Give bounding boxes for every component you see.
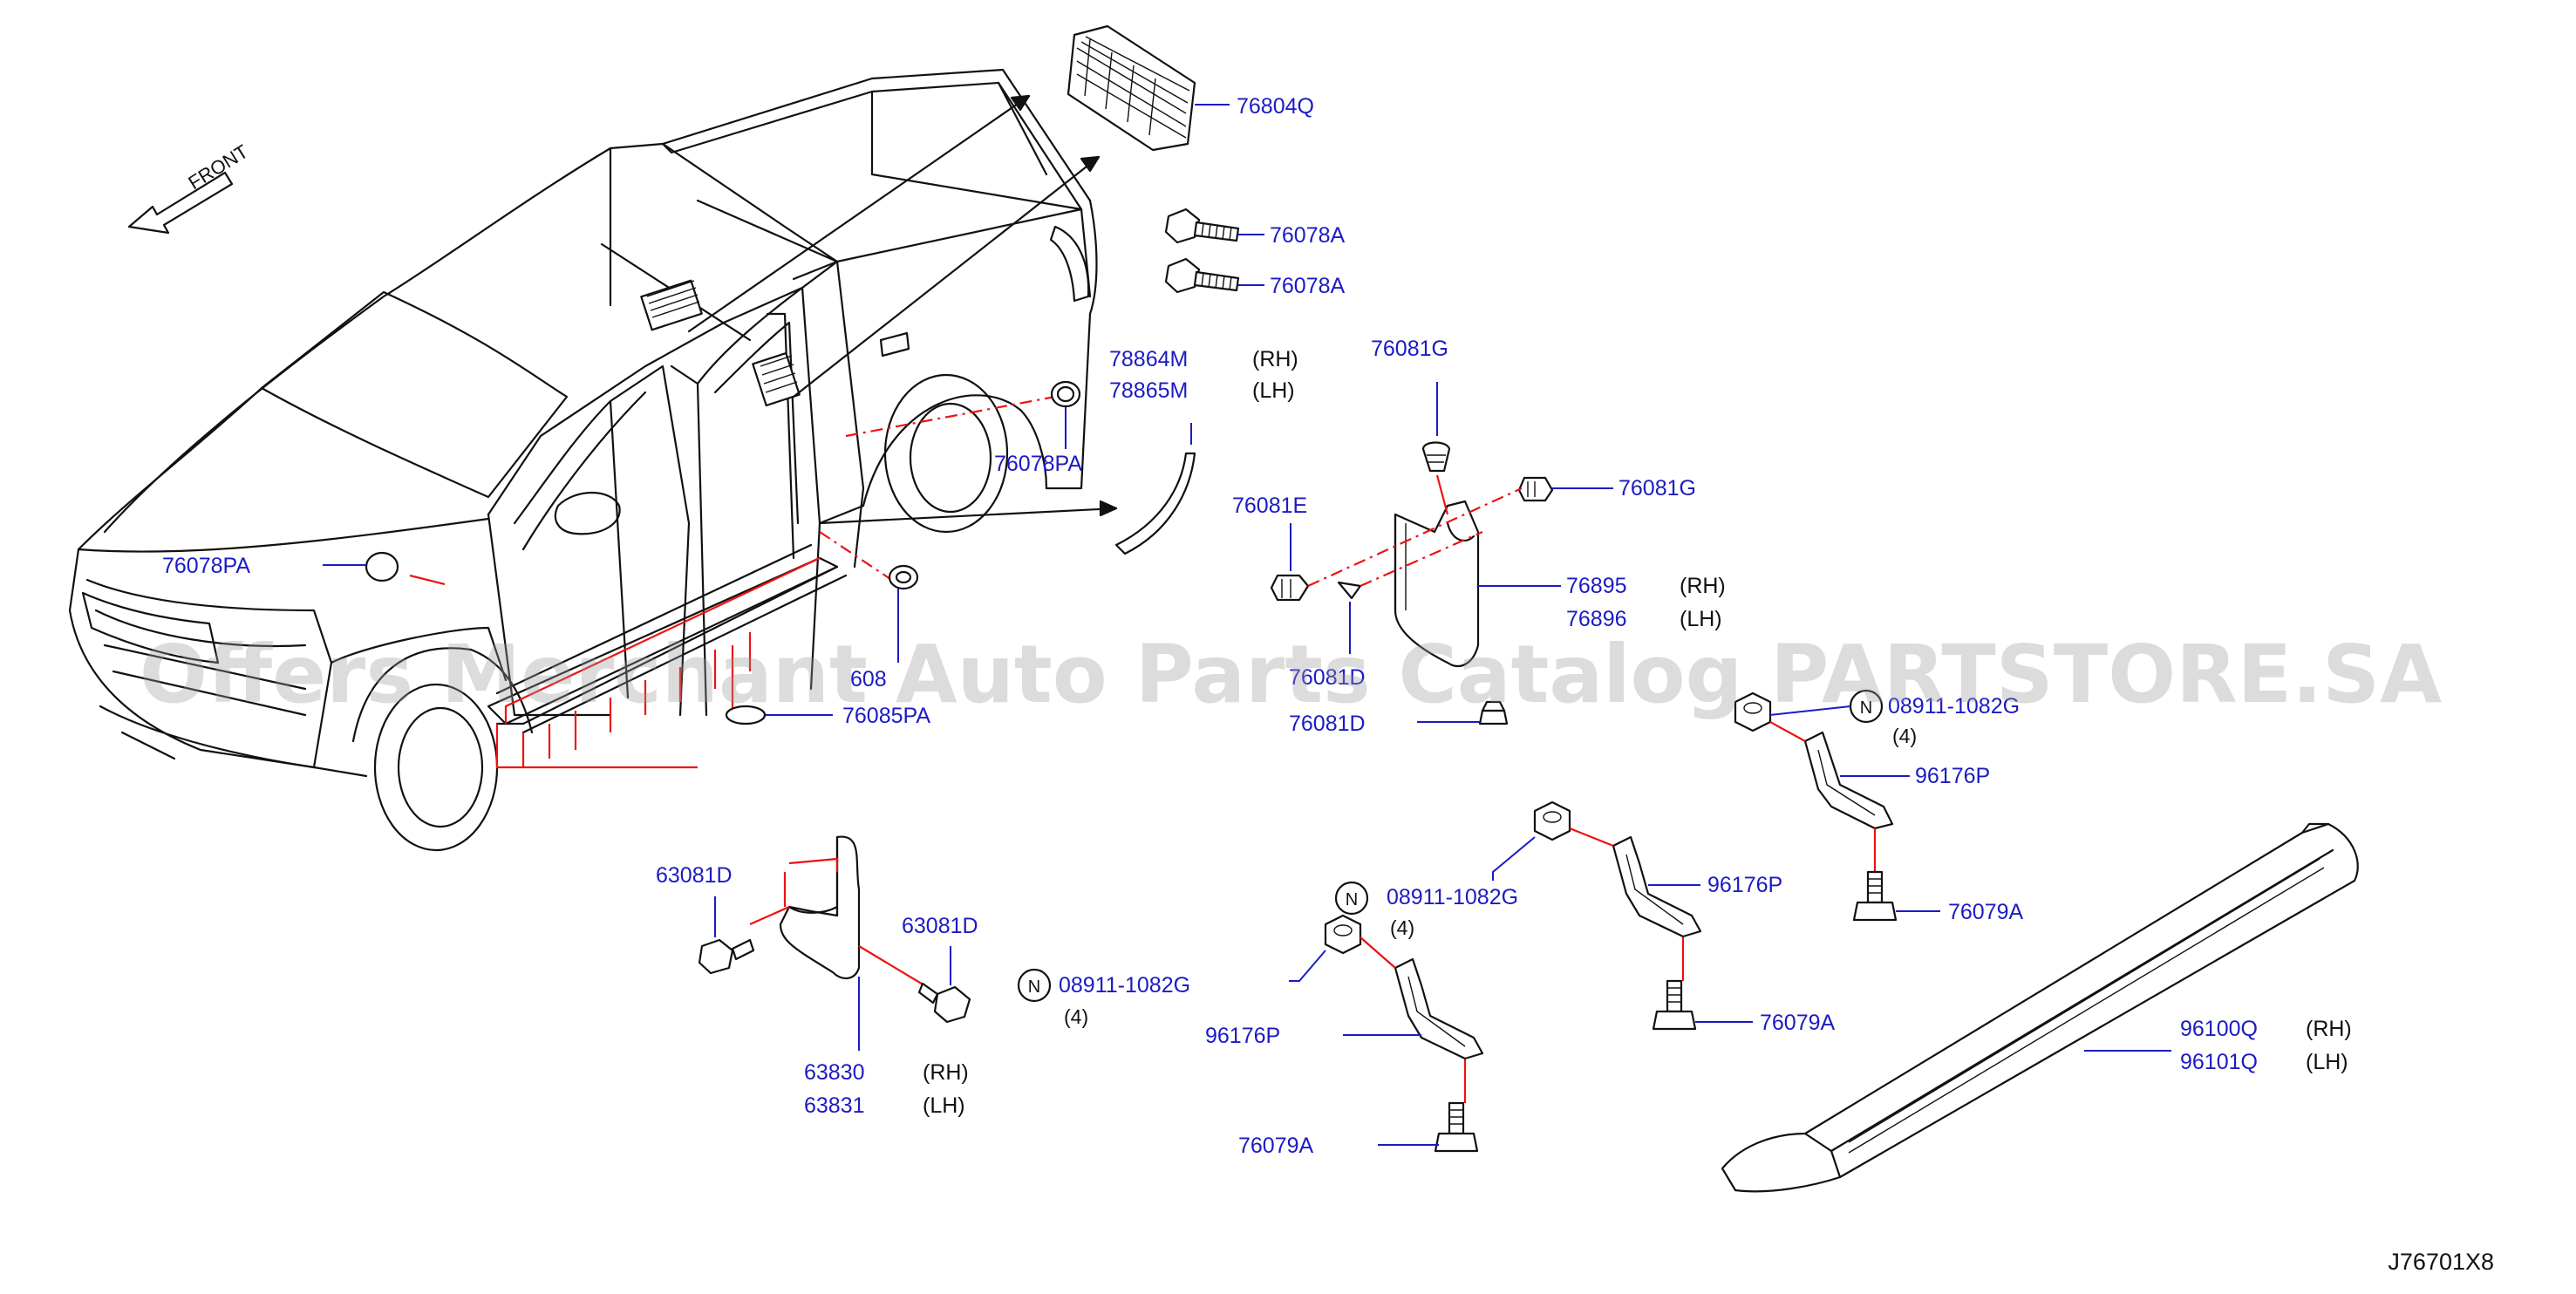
- screw-63081D-left[interactable]: [698, 938, 755, 975]
- label-08911-left[interactable]: 08911-1082G: [1059, 973, 1190, 998]
- diagram-code: J76701X8: [2388, 1249, 2494, 1275]
- n-symbol-middle: N: [1334, 881, 1369, 916]
- seal-strip-78864M[interactable]: [1114, 452, 1196, 555]
- watermark-text: Offers Merchant Auto Parts Catalog PARTS…: [140, 628, 2442, 721]
- label-76078A-upper[interactable]: 76078A: [1270, 223, 1346, 248]
- side-76896: (LH): [1680, 607, 1722, 631]
- label-96176P-bottom[interactable]: 96176P: [1205, 1024, 1280, 1048]
- label-78864M[interactable]: 78864M: [1109, 347, 1188, 371]
- clip-76081D-lower[interactable]: [1478, 700, 1509, 725]
- nut-08911-right[interactable]: [1734, 691, 1772, 732]
- front-label: FRONT: [184, 140, 252, 194]
- clip-76081D-upper[interactable]: [1337, 581, 1362, 600]
- grommet-76078PA-left[interactable]: [365, 551, 399, 582]
- label-76081D-lower[interactable]: 76081D: [1289, 712, 1366, 736]
- label-76081G-top[interactable]: 76081G: [1371, 337, 1448, 361]
- label-76085PA[interactable]: 76085PA: [842, 704, 930, 728]
- label-96101Q[interactable]: 96101Q: [2180, 1050, 2258, 1074]
- svg-text:N: N: [1346, 890, 1358, 909]
- label-76078PA-right[interactable]: 76078PA: [994, 452, 1082, 476]
- leader-08911-right: [1769, 705, 1851, 716]
- bracket-96176P-middle[interactable]: [1612, 835, 1702, 938]
- nut-08911-bottom[interactable]: [1324, 914, 1362, 955]
- side-63831: (LH): [923, 1093, 965, 1118]
- qty-08911-right: (4): [1892, 725, 1917, 747]
- red-middle-group: [1569, 827, 1685, 981]
- bolt-76079A-right[interactable]: [1852, 870, 1898, 922]
- flap-red-connectors: [1307, 474, 1523, 588]
- side-96101Q: (LH): [2306, 1050, 2348, 1074]
- label-96176P-middle[interactable]: 96176P: [1707, 873, 1782, 897]
- qty-08911-middle: (4): [1390, 916, 1414, 939]
- svg-text:N: N: [1028, 977, 1040, 997]
- label-08911-middle[interactable]: 08911-1082G: [1387, 885, 1518, 909]
- side-78864M: (RH): [1252, 347, 1298, 371]
- qty-08911-left: (4): [1064, 1005, 1088, 1028]
- label-76081G-right[interactable]: 76081G: [1619, 476, 1696, 501]
- red-63830-group: [749, 857, 925, 986]
- grommet-76078PA-right[interactable]: [1050, 380, 1081, 408]
- label-78865M[interactable]: 78865M: [1109, 378, 1188, 403]
- side-78865M: (LH): [1252, 378, 1295, 403]
- grommet-6085[interactable]: [888, 564, 919, 590]
- label-63831[interactable]: 63831: [804, 1093, 865, 1118]
- label-63081D-left[interactable]: 63081D: [656, 863, 733, 888]
- running-board-96100Q[interactable]: [1721, 822, 2359, 1193]
- label-76896[interactable]: 76896: [1566, 607, 1627, 631]
- nut-08911-middle[interactable]: [1533, 800, 1571, 841]
- svg-text:N: N: [1860, 698, 1872, 718]
- mud-flap-63830[interactable]: [779, 835, 861, 979]
- clip-76081E[interactable]: [1270, 574, 1310, 602]
- bracket-96176P-bottom[interactable]: [1394, 957, 1484, 1060]
- bolt-76078A-lower[interactable]: [1164, 257, 1240, 294]
- bolt-76079A-bottom[interactable]: [1434, 1101, 1479, 1153]
- labels: 76804Q 76078A 76078A 78864M (RH) 78865M …: [162, 94, 2494, 1275]
- vent-grille-76804Q[interactable]: [1067, 24, 1196, 152]
- label-63081D-right[interactable]: 63081D: [902, 914, 978, 938]
- label-76081E[interactable]: 76081E: [1232, 494, 1307, 518]
- label-76078A-lower[interactable]: 76078A: [1270, 274, 1346, 298]
- label-76895[interactable]: 76895: [1566, 574, 1627, 598]
- leader-08911-bottom: [1289, 950, 1326, 982]
- clip-76081G-right[interactable]: [1517, 476, 1554, 502]
- clip-76081G-top[interactable]: [1421, 441, 1451, 473]
- side-76895: (RH): [1680, 574, 1726, 598]
- red-bottom-group: [1360, 936, 1467, 1103]
- screw-63081D-right[interactable]: [917, 982, 971, 1024]
- label-08911-right[interactable]: 08911-1082G: [1888, 694, 2020, 719]
- side-63830: (RH): [923, 1060, 969, 1085]
- label-96176P-right[interactable]: 96176P: [1915, 764, 1990, 788]
- red-right-group: [1769, 721, 1877, 872]
- bracket-96176P-right[interactable]: [1803, 731, 1894, 830]
- label-96100Q[interactable]: 96100Q: [2180, 1017, 2258, 1041]
- side-96100Q: (RH): [2306, 1017, 2352, 1041]
- truck-arrows: [687, 94, 1118, 525]
- label-76078PA-left[interactable]: 76078PA: [162, 554, 250, 578]
- bolt-76079A-middle[interactable]: [1652, 979, 1697, 1031]
- label-63830[interactable]: 63830: [804, 1060, 865, 1085]
- n-symbol-left: N: [1017, 968, 1052, 1003]
- label-76804Q[interactable]: 76804Q: [1237, 94, 1314, 119]
- truck-red-connectors: [409, 395, 1056, 769]
- bolt-76078A-upper[interactable]: [1164, 208, 1240, 244]
- label-76081D-upper[interactable]: 76081D: [1289, 665, 1366, 690]
- label-76079A-bottom[interactable]: 76079A: [1238, 1134, 1314, 1158]
- truck-illustration: [68, 68, 1098, 852]
- label-76079A-right[interactable]: 76079A: [1948, 900, 2024, 924]
- pad-76085PA[interactable]: [725, 705, 767, 725]
- label-6085-partial[interactable]: 608: [850, 667, 887, 691]
- label-76079A-middle[interactable]: 76079A: [1760, 1011, 1836, 1035]
- front-direction-arrow: FRONT: [127, 140, 252, 235]
- leader-08911-middle: [1492, 836, 1536, 881]
